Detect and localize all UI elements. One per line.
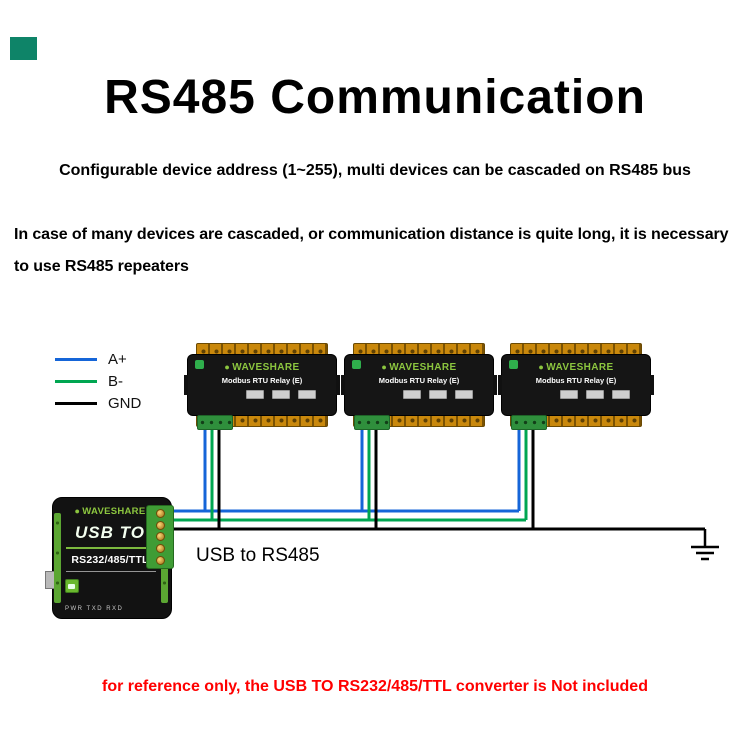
brand-label: ●WAVESHARE <box>345 362 493 373</box>
legend-label-b: B- <box>108 372 123 390</box>
legend-swatch-a <box>55 357 97 361</box>
legend-label-gnd: GND <box>108 394 142 412</box>
terminal-screw <box>155 556 165 566</box>
brand-label: ●WAVESHARE <box>188 362 336 373</box>
module-1-drops <box>203 420 221 529</box>
connector <box>429 390 447 399</box>
wire-legend: A+ B- GND <box>55 350 142 412</box>
legend-swatch-gnd <box>55 401 97 405</box>
divider-line <box>66 571 156 572</box>
terminal-strip-top <box>510 343 642 358</box>
corner-accent <box>10 37 37 60</box>
relay-module: ●WAVESHARE Modbus RTU Relay (E) <box>498 343 654 430</box>
connector <box>455 390 473 399</box>
legend-row-gnd: GND <box>55 394 142 412</box>
model-label: Modbus RTU Relay (E) <box>378 376 460 385</box>
brand-label: ●WAVESHARE <box>502 362 650 373</box>
waveshare-logo-icon: ● <box>74 506 81 516</box>
disclaimer-text: for reference only, the USB TO RS232/485… <box>102 678 648 695</box>
connector <box>612 390 630 399</box>
connector <box>560 390 578 399</box>
ground-icon <box>691 529 719 561</box>
waveshare-logo-square-icon <box>65 579 79 593</box>
terminal-screw <box>155 520 165 530</box>
brand-text: WAVESHARE <box>82 506 146 517</box>
status-led <box>352 360 361 369</box>
module-body: ●WAVESHARE Modbus RTU Relay (E) <box>184 355 340 415</box>
module-3-drops <box>517 420 535 529</box>
connector <box>403 390 421 399</box>
divider-line <box>66 547 156 549</box>
rs485-terminal <box>511 415 547 430</box>
model-label: Modbus RTU Relay (E) <box>221 376 303 385</box>
converter-subtitle: RS232/485/TTL <box>71 554 149 566</box>
page-title: RS485 Communication <box>104 71 646 124</box>
converter-caption: USB to RS485 <box>196 545 320 566</box>
converter-title: USB TO <box>75 523 145 542</box>
terminal-screw <box>155 544 165 554</box>
rs485-terminal <box>197 415 233 430</box>
legend-row-a: A+ <box>55 350 141 368</box>
model-label: Modbus RTU Relay (E) <box>535 376 617 385</box>
waveshare-logo-icon: ● <box>224 362 231 372</box>
relay-module: ●WAVESHARE Modbus RTU Relay (E) <box>184 343 340 430</box>
intro-paragraph: Configurable device address (1~255), mul… <box>59 162 691 179</box>
connector <box>246 390 264 399</box>
connector <box>298 390 316 399</box>
relay-module: ●WAVESHARE Modbus RTU Relay (E) <box>341 343 497 430</box>
module-body: ●WAVESHARE Modbus RTU Relay (E) <box>341 355 497 415</box>
brand-text: WAVESHARE <box>389 362 457 373</box>
rs485-terminal <box>354 415 390 430</box>
module-2-drops <box>360 420 378 529</box>
waveshare-logo-icon: ● <box>538 362 545 372</box>
status-led <box>195 360 204 369</box>
brand-label: ●WAVESHARE <box>52 506 168 517</box>
connector <box>272 390 290 399</box>
legend-swatch-b <box>55 379 97 383</box>
waveshare-logo-icon: ● <box>381 362 388 372</box>
usb-converter: ●WAVESHARE USB TO RS232/485/TTL PWR TXD … <box>45 497 174 619</box>
status-led <box>509 360 518 369</box>
led-labels: PWR TXD RXD <box>65 606 124 612</box>
terminal-screw <box>155 508 165 518</box>
detail-paragraph: In case of many devices are cascaded, or… <box>14 226 729 275</box>
connector <box>586 390 604 399</box>
screw-terminal <box>146 505 174 569</box>
legend-row-b: B- <box>55 372 141 390</box>
brand-text: WAVESHARE <box>232 362 300 373</box>
module-body: ●WAVESHARE Modbus RTU Relay (E) <box>498 355 654 415</box>
terminal-screw <box>155 532 165 542</box>
brand-text: WAVESHARE <box>546 362 614 373</box>
pcb-edge-left <box>54 513 61 603</box>
legend-label-a: A+ <box>108 350 127 368</box>
terminal-strip-top <box>196 343 328 358</box>
